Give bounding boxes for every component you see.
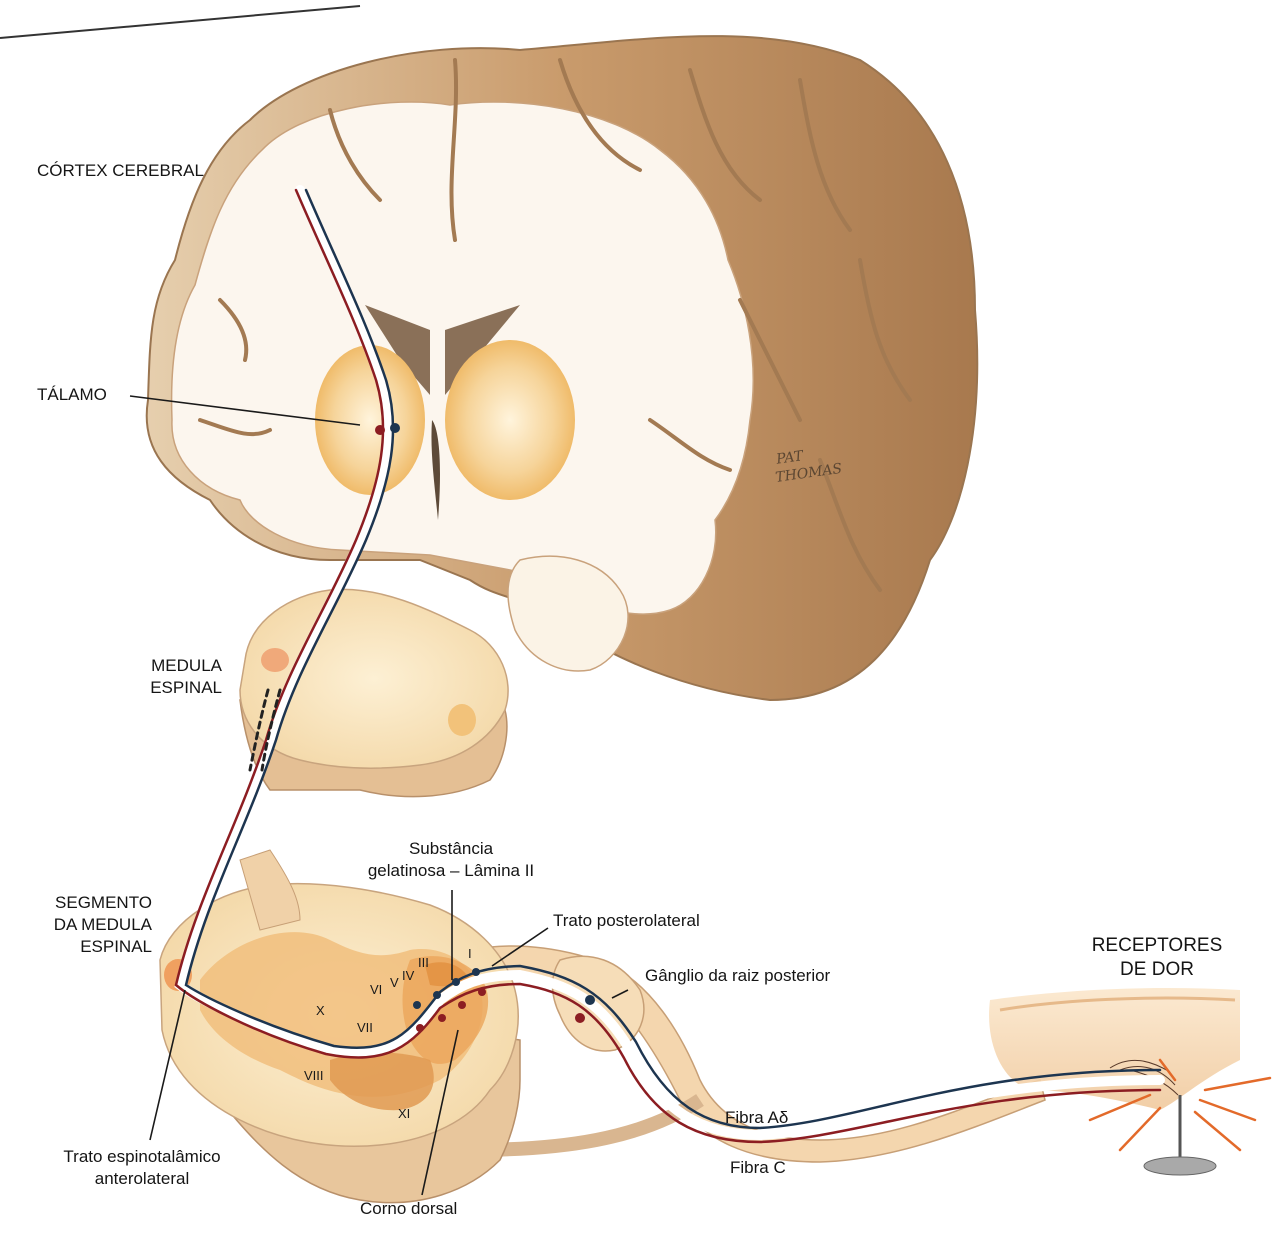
label-spinal-segment: SEGMENTO DA MEDULA ESPINAL [22,892,152,958]
cord-upper-tract-spot [261,648,289,672]
label-dorsal-root-ganglion: Gânglio da raiz posterior [645,965,830,987]
label-fiber-a-delta: Fibra Aδ [725,1107,788,1129]
label-anterolateral-tract: Trato espinotalâmico anterolateral [22,1146,262,1190]
label-thalamus: TÁLAMO [37,384,107,406]
lamina-label-iv: IV [402,968,414,983]
lamina-label-i: I [468,946,472,961]
label-posterolateral-tract: Trato posterolateral [553,910,700,932]
label-cortex: CÓRTEX CEREBRAL [37,160,204,182]
lamina-label-viii: VIII [304,1068,324,1083]
brain-coronal-section [147,36,978,700]
pin-head [1144,1157,1216,1175]
label-fiber-c: Fibra C [730,1157,786,1179]
ganglion-cell-blue [585,995,595,1005]
cord-upper-tract-spot [448,704,476,736]
header-rule [0,6,360,38]
lamina-label-iii: III [418,955,429,970]
lamina-label-x: X [316,1003,325,1018]
label-pain-receptors: RECEPTORES DE DOR [1062,934,1252,982]
label-substantia-gelatinosa: Substância gelatinosa – Lâmina II [336,838,566,882]
lamina-label-xi: XI [398,1106,410,1121]
lamina-label-v: V [390,975,399,990]
right-thalamus [445,340,575,500]
ganglion-cell-red [575,1013,585,1023]
lamina-label-vi: VI [370,982,382,997]
label-dorsal-horn: Corno dorsal [360,1198,457,1220]
label-spinal-cord: MEDULA ESPINAL [130,655,222,699]
thalamus-synapse-red [375,425,385,435]
lamina-label-vii: VII [357,1020,373,1035]
cord-upper-face [240,589,508,768]
left-thalamus [315,345,425,495]
thalamus-synapse-blue [390,423,400,433]
